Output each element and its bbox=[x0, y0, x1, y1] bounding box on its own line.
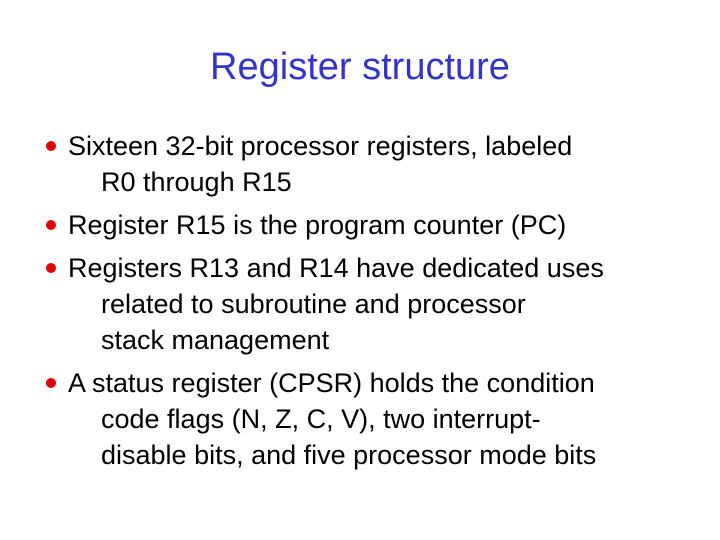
bullet-dot-icon bbox=[46, 220, 56, 230]
bullet-list: Sixteen 32-bit processor registers, labe… bbox=[46, 128, 694, 473]
bullet-line-wrap: code flags (N, Z, C, V), two interrupt- bbox=[101, 404, 541, 434]
bullet-line: A status register (CPSR) holds the condi… bbox=[68, 368, 595, 398]
bullet-line-wrap: related to subroutine and processor bbox=[101, 289, 526, 319]
bullet-item: Registers R13 and R14 have dedicated use… bbox=[46, 250, 694, 358]
bullet-line-wrap: stack management bbox=[101, 325, 330, 355]
bullet-dot-icon bbox=[46, 141, 56, 151]
bullet-item: Register R15 is the program counter (PC) bbox=[46, 207, 694, 243]
bullet-dot-icon bbox=[46, 263, 56, 273]
bullet-dot-icon bbox=[46, 378, 56, 388]
slide-title: Register structure bbox=[210, 46, 510, 88]
bullet-item: A status register (CPSR) holds the condi… bbox=[46, 365, 694, 473]
bullet-line-wrap: R0 through R15 bbox=[101, 167, 292, 197]
bullet-item: Sixteen 32-bit processor registers, labe… bbox=[46, 128, 694, 200]
bullet-line-wrap: disable bits, and five processor mode bi… bbox=[101, 440, 597, 470]
bullet-line: Registers R13 and R14 have dedicated use… bbox=[68, 253, 604, 283]
bullet-line: Register R15 is the program counter (PC) bbox=[68, 210, 567, 240]
bullet-line: Sixteen 32-bit processor registers, labe… bbox=[68, 131, 573, 161]
